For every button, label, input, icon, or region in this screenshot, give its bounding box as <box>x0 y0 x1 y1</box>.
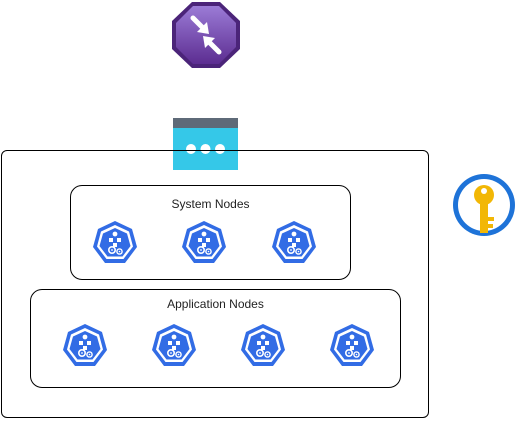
application-node-pool <box>30 289 401 388</box>
front-door-icon <box>171 1 241 69</box>
key-vault-icon <box>450 171 518 239</box>
application-node-pool-label: Application Nodes <box>167 297 264 311</box>
kubernetes-node-icon <box>92 220 138 266</box>
kubernetes-node-icon <box>329 323 375 369</box>
system-node-pool <box>70 185 351 280</box>
app-gateway-icon <box>173 118 238 170</box>
kubernetes-node-icon <box>151 323 197 369</box>
kubernetes-node-icon <box>271 220 317 266</box>
kubernetes-node-icon <box>181 220 227 266</box>
system-node-pool-label: System Nodes <box>171 197 250 211</box>
cluster-boundary <box>1 150 429 418</box>
kubernetes-node-icon <box>62 323 108 369</box>
kubernetes-node-icon <box>240 323 286 369</box>
